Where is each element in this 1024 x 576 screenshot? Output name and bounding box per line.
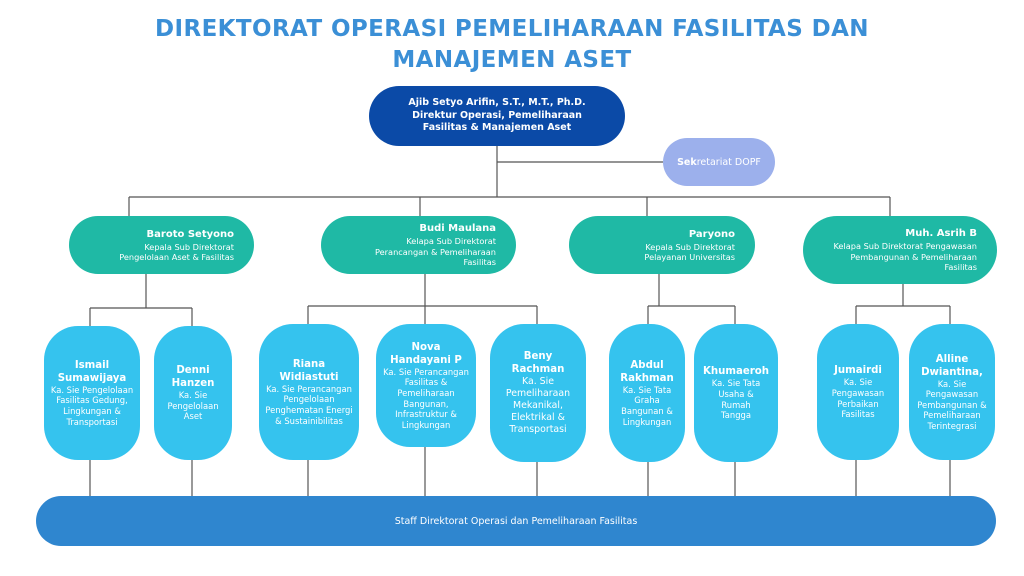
director-name: Ajib Setyo Arifin, S.T., M.T., Ph.D.	[408, 97, 586, 109]
manager-role: Kelapa Sub Direktorat Pengawasan Pembang…	[833, 241, 977, 273]
manager-node: Muh. Asrih B Kelapa Sub Direktorat Penga…	[803, 216, 997, 284]
section-head-name: Alline Dwiantina,	[921, 353, 983, 378]
section-head-role: Ka. Sie Pengawasan Perbaikan Fasilitas	[831, 377, 885, 420]
section-head-role: Ka. Sie Pengawasan Pembangunan & Pemelih…	[917, 378, 987, 431]
section-head-role: Ka. Sie Perancangan Fasilitas & Pemeliha…	[383, 366, 469, 430]
manager-name: Paryono	[688, 228, 735, 240]
page-title: DIREKTORAT OPERASI PEMELIHARAAN FASILITA…	[155, 16, 869, 73]
section-head-node: Beny Rachman Ka. Sie Pemeliharaan Mekani…	[490, 324, 586, 462]
section-head-role: Ka. Sie Pengelolaan Aset	[167, 390, 219, 422]
section-head-node: Denni Hanzen Ka. Sie Pengelolaan Aset	[154, 326, 232, 460]
secretariat-label-bold: Sek	[677, 156, 697, 168]
section-head-node: Jumairdi Ka. Sie Pengawasan Perbaikan Fa…	[817, 324, 899, 460]
section-head-role: Ka. Sie Tata Usaha & Rumah Tangga	[711, 378, 761, 421]
manager-name: Baroto Setyono	[146, 228, 234, 240]
secretariat-label: retariat DOPF	[696, 156, 761, 168]
manager-node: Budi Maulana Kelapa Sub Direktorat Peran…	[321, 216, 516, 274]
manager-role: Kepala Sub Direktorat Pelayanan Universi…	[644, 241, 735, 263]
section-head-node: Ismail Sumawijaya Ka. Sie Pengelolaan Fa…	[44, 326, 140, 460]
manager-name: Muh. Asrih B	[905, 228, 977, 240]
section-head-role: Ka. Sie Perancangan Pengelolaan Penghema…	[265, 383, 353, 426]
section-head-name: Ismail Sumawijaya	[57, 359, 127, 384]
section-head-name: Beny Rachman	[511, 351, 565, 375]
manager-node: Paryono Kepala Sub Direktorat Pelayanan …	[569, 216, 755, 274]
section-head-node: Nova Handayani P Ka. Sie Perancangan Fas…	[376, 324, 476, 447]
section-head-role: Ka. Sie Pemeliharaan Mekanikal, Elektrik…	[505, 376, 571, 435]
section-head-name: Riana Widiastuti	[279, 358, 339, 383]
director-node: Ajib Setyo Arifin, S.T., M.T., Ph.D. Dir…	[369, 86, 625, 146]
staff-footer-bar: Staff Direktorat Operasi dan Pemeliharaa…	[36, 496, 996, 546]
director-title: Direktur Operasi, Pemeliharaan Fasilitas…	[412, 109, 582, 134]
section-head-name: Nova Handayani P	[390, 341, 462, 366]
section-head-node: Abdul Rakhman Ka. Sie Tata Graha Banguna…	[609, 324, 685, 462]
section-head-name: Abdul Rakhman	[620, 359, 674, 384]
secretariat-node: Sekretariat DOPF	[663, 138, 775, 186]
section-head-node: Riana Widiastuti Ka. Sie Perancangan Pen…	[259, 324, 359, 460]
section-head-node: Khumaeroh Ka. Sie Tata Usaha & Rumah Tan…	[694, 324, 778, 462]
manager-name: Budi Maulana	[419, 223, 496, 235]
section-head-node: Alline Dwiantina, Ka. Sie Pengawasan Pem…	[909, 324, 995, 460]
section-head-name: Khumaeroh	[702, 366, 770, 378]
section-head-role: Ka. Sie Pengelolaan Fasilitas Gedung, Li…	[50, 384, 134, 427]
manager-node: Baroto Setyono Kepala Sub Direktorat Pen…	[69, 216, 254, 274]
manager-role: Kelapa Sub Direktorat Perancangan & Peme…	[375, 236, 496, 268]
section-head-role: Ka. Sie Tata Graha Bangunan & Lingkungan	[621, 384, 673, 427]
section-head-name: Jumairdi	[834, 365, 882, 377]
section-head-name: Denni Hanzen	[171, 365, 215, 390]
manager-role: Kepala Sub Direktorat Pengelolaan Aset &…	[119, 241, 234, 263]
